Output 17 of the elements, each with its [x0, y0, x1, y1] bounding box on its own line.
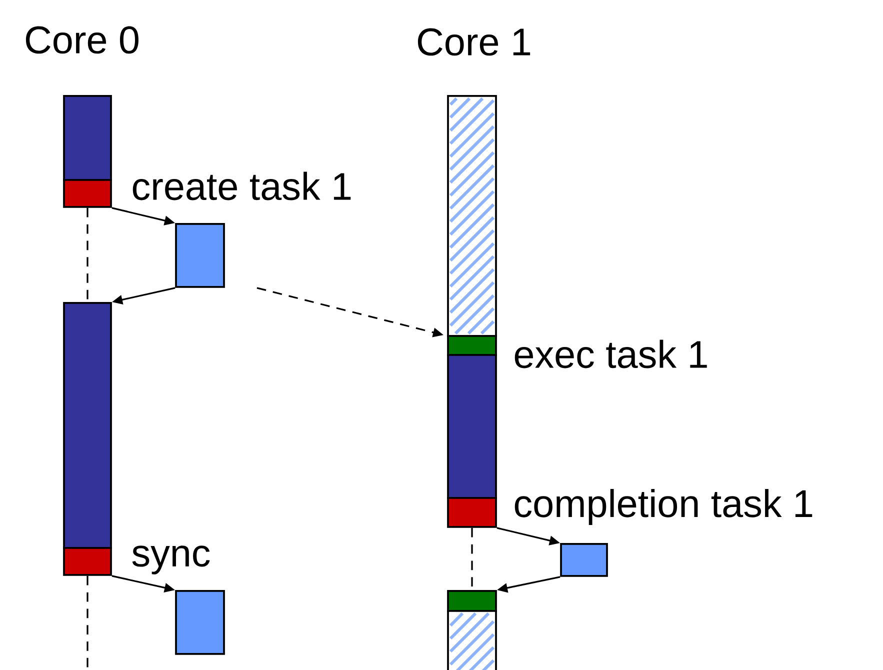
- bar-label: create task 1: [132, 172, 351, 200]
- timeline-bar: [447, 95, 497, 337]
- core-label: Core 1: [418, 28, 530, 56]
- timeline-bar: [447, 610, 497, 670]
- dashed-line: [86, 576, 88, 670]
- timeline-bar: [447, 354, 497, 499]
- timeline-bar: [447, 590, 497, 612]
- dashed-line: [86, 208, 88, 302]
- timeline-bar: [63, 302, 112, 549]
- bar-label: completion task 1: [514, 488, 812, 525]
- task-box: [175, 590, 225, 655]
- bar-label: sync: [132, 546, 210, 574]
- task-box: [560, 543, 608, 577]
- timeline-bar: [63, 95, 112, 181]
- bar-label: exec task 1: [514, 340, 707, 368]
- task-box: [175, 223, 225, 288]
- core-label: Core 0: [26, 26, 138, 54]
